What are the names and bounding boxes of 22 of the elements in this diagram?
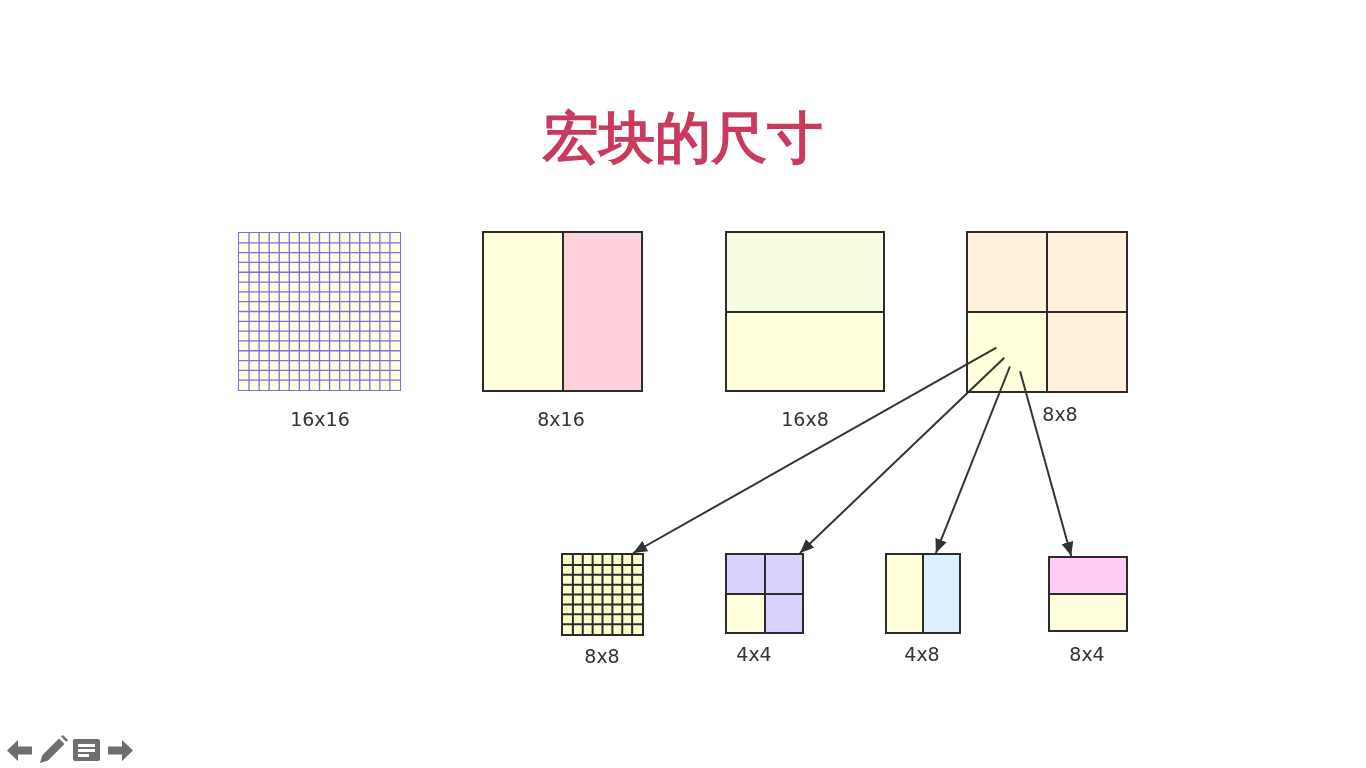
sub-block	[968, 312, 1047, 391]
partition-block	[725, 231, 885, 392]
size-label: 8x4	[1069, 643, 1105, 665]
arrow	[799, 356, 1006, 554]
size-label: 16x8	[781, 408, 829, 430]
grid-block	[238, 232, 401, 391]
grid-block	[561, 553, 644, 636]
partition-block	[1048, 556, 1128, 632]
title: 宏块的尺寸	[543, 106, 823, 170]
size-label: 16x16	[290, 408, 350, 430]
partition-block	[885, 553, 961, 634]
size-label: 8x16	[537, 408, 585, 430]
partition-block	[482, 231, 643, 392]
arrow	[1019, 370, 1074, 557]
partition-block	[725, 553, 804, 634]
size-label: 8x8	[1042, 403, 1078, 425]
arrow	[632, 346, 998, 554]
partition-block	[966, 231, 1128, 393]
size-label: 4x4	[736, 643, 772, 665]
size-label: 4x8	[904, 643, 940, 665]
size-label: 8x8	[584, 645, 620, 667]
arrow	[934, 365, 1011, 554]
